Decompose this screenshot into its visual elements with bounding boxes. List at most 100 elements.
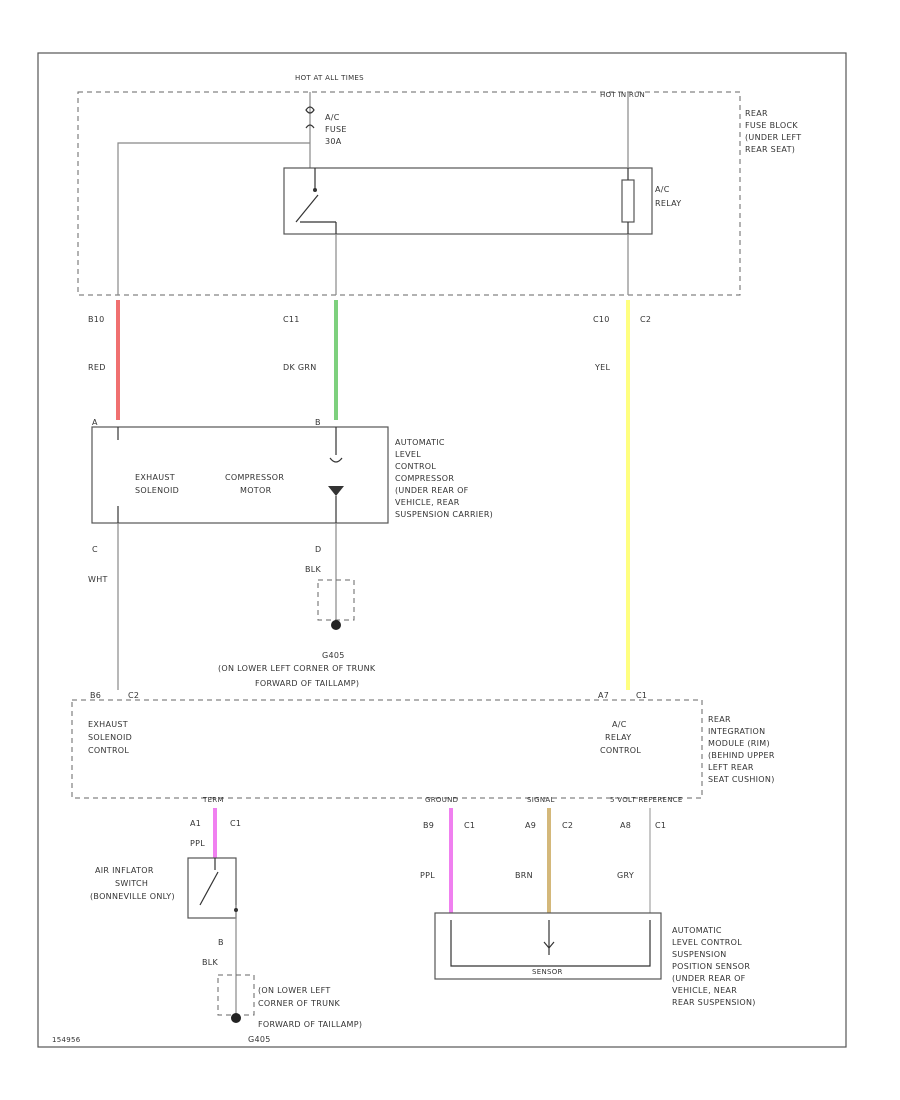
w3-color-label: YEL (594, 363, 611, 372)
air-inflator-switch (187, 857, 237, 919)
w2-pin: C11 (283, 315, 300, 324)
switch-wire-label: PPL (190, 839, 205, 848)
fuse-to-b10-wire (117, 142, 310, 295)
relay-control-1: A/C (612, 720, 627, 729)
sensor-internal-loop (450, 920, 651, 967)
diagram-frame (37, 52, 847, 1048)
module-tab-5v-ref: 5 VOLT REFERENCE (610, 796, 683, 804)
relay-control-2: RELAY (605, 733, 632, 742)
fuse-block-label-2: FUSE BLOCK (745, 121, 798, 130)
hot-in-run-label: HOT IN RUN (600, 91, 645, 99)
s1-label: PPL (420, 871, 435, 880)
module-label-6: SEAT CUSHION) (708, 775, 775, 784)
compressor-pin-d: D (315, 545, 321, 554)
ground1-desc-1: (ON LOWER LEFT CORNER OF TRUNK (218, 664, 376, 673)
switch-pin: A1 (190, 819, 201, 828)
module-tab-ground: GROUND (425, 796, 458, 804)
compressor-label-7: SUSPENSION CARRIER) (395, 510, 493, 519)
exhaust-control-1: EXHAUST (88, 720, 128, 729)
module-outline (71, 699, 703, 799)
sensor-label-2: LEVEL CONTROL (672, 938, 742, 947)
module-label-1: REAR (708, 715, 731, 724)
s2-label: BRN (515, 871, 533, 880)
exhaust-pin: B6 (90, 691, 101, 700)
sensor-arrow-icon (543, 941, 555, 949)
sensor-label-1: AUTOMATIC (672, 926, 722, 935)
w3-conn: C2 (640, 315, 651, 324)
ground1-name: G405 (322, 651, 345, 660)
module-label-2: INTEGRATION (708, 727, 765, 736)
switch-pin-b: B (218, 938, 224, 947)
w1-pin: B10 (88, 315, 105, 324)
exhaust-conn: C2 (128, 691, 139, 700)
relay-switch-arm (295, 194, 319, 223)
switch-label-2: SWITCH (115, 879, 148, 888)
wht-label: WHT (88, 575, 108, 584)
fuse-label-3: 30A (325, 137, 342, 146)
compressor-box (91, 426, 389, 524)
compressor-label-1: AUTOMATIC (395, 438, 445, 447)
relay-control-3: CONTROL (600, 746, 641, 755)
compressor-motor-1: COMPRESSOR (225, 473, 284, 482)
switch-contact (234, 908, 238, 912)
position-sensor-box (434, 912, 662, 980)
compressor-pin-b: B (315, 418, 321, 427)
module-tab-term: TERM (202, 796, 224, 804)
ground2-desc-3: FORWARD OF TAILLAMP) (258, 1020, 362, 1029)
switch-conn: C1 (230, 819, 241, 828)
hot-at-all-times-label: HOT AT ALL TIMES (295, 74, 364, 82)
relay-box (283, 167, 653, 235)
fuse-symbol (305, 106, 315, 129)
sensor-label-6: VEHICLE, NEAR (672, 986, 737, 995)
relay-coil (621, 179, 635, 223)
fuse-label-2: FUSE (325, 125, 347, 134)
ground2-name: G405 (248, 1035, 271, 1044)
relay-label-2: RELAY (655, 199, 682, 208)
s1-pin: B9 (423, 821, 434, 830)
motor-symbol (328, 486, 344, 496)
fuse-block-label-4: REAR SEAT) (745, 145, 795, 154)
w1-color-label: RED (88, 363, 106, 372)
module-label-5: LEFT REAR (708, 763, 754, 772)
relay-label-1: A/C (655, 185, 670, 194)
fuse-block-outline (77, 91, 741, 296)
sensor-label-7: REAR SUSPENSION) (672, 998, 756, 1007)
switch-label-1: AIR INFLATOR (95, 866, 154, 875)
compressor-label-4: COMPRESSOR (395, 474, 454, 483)
ground2-desc-1: (ON LOWER LEFT (258, 986, 331, 995)
s2-conn: C2 (562, 821, 573, 830)
s2-pin: A9 (525, 821, 536, 830)
exhaust-control-2: SOLENOID (88, 733, 132, 742)
compressor-pin-a: A (92, 418, 98, 427)
ground1-icon (331, 620, 341, 630)
motor-symbol-top (329, 457, 343, 463)
ground1-desc-2: FORWARD OF TAILLAMP) (255, 679, 359, 688)
compressor-label-3: CONTROL (395, 462, 436, 471)
sensor-inner-label: SENSOR (532, 968, 563, 976)
switch-blk-label: BLK (202, 958, 219, 967)
module-label-4: (BEHIND UPPER (708, 751, 775, 760)
compressor-motor-2: MOTOR (240, 486, 272, 495)
ground2-icon (231, 1013, 241, 1023)
module-label-3: MODULE (RIM) (708, 739, 770, 748)
fuse-block-label-1: REAR (745, 109, 768, 118)
switch-label-3: (BONNEVILLE ONLY) (90, 892, 175, 901)
compressor-label-5: (UNDER REAR OF (395, 486, 469, 495)
ground1-wire-label: BLK (305, 565, 322, 574)
s3-label: GRY (617, 871, 634, 880)
ground2-desc-2: CORNER OF TRUNK (258, 999, 341, 1008)
relay-pin: A7 (598, 691, 609, 700)
s1-conn: C1 (464, 821, 475, 830)
relay-switch-contact (313, 188, 317, 192)
sensor-label-5: (UNDER REAR OF (672, 974, 746, 983)
compressor-label-2: LEVEL (395, 450, 421, 459)
compressor-pin-c: C (92, 545, 98, 554)
switch-arm (199, 871, 219, 906)
exhaust-solenoid-2: SOLENOID (135, 486, 179, 495)
relay-conn: C1 (636, 691, 647, 700)
sensor-label-4: POSITION SENSOR (672, 962, 750, 971)
compressor-label-6: VEHICLE, REAR (395, 498, 460, 507)
diagram-code: 154956 (52, 1036, 81, 1044)
w2-color-label: DK GRN (283, 363, 317, 372)
